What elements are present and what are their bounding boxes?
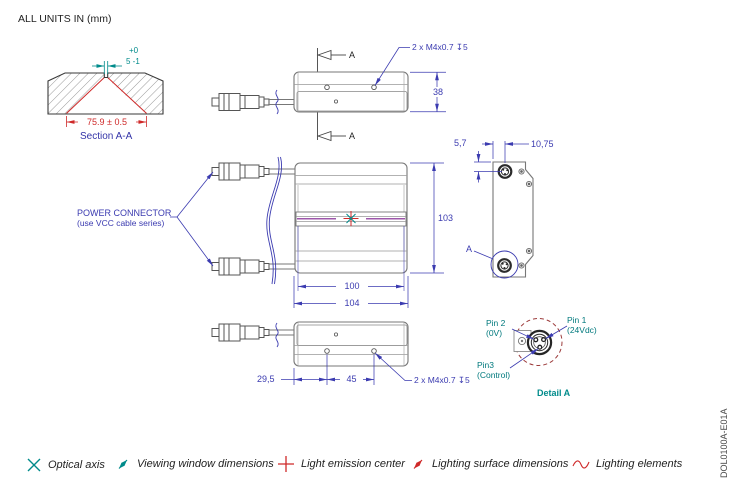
height-103-dimension: [410, 162, 444, 274]
section-arrow-top: [316, 49, 332, 61]
side-connector-bottom: [497, 258, 512, 273]
detail-connector: [526, 329, 553, 356]
legend-item-emission-center: Light emission center: [277, 455, 405, 473]
cable-break-mark: [275, 89, 279, 115]
hole-spacing-text: 45: [340, 373, 363, 384]
section-label-top: A: [349, 49, 356, 60]
lighting-elements-wave-icon: [572, 460, 590, 469]
legend-item-lighting-surface: Lighting surface dimensions: [410, 456, 568, 472]
width-dimension-text: 75.9 ± 0.5: [78, 116, 136, 127]
cable-break-mark: [275, 322, 279, 348]
view-break-wavy-line: [266, 156, 280, 285]
offset-dim-text: 5,7: [454, 137, 467, 148]
detail-a-view: [509, 318, 568, 369]
emission-cone-right: [107, 77, 147, 114]
units-note: ALL UNITS IN (mm): [18, 13, 112, 25]
legend-label: Light emission center: [301, 457, 405, 470]
legend-item-viewing-window: Viewing window dimensions: [115, 456, 274, 472]
dim-5-7: [474, 151, 502, 183]
optical-axis-mark: [346, 213, 356, 224]
pin1-name: Pin 1: [567, 314, 587, 325]
power-connector-plug-top: [211, 162, 270, 181]
legend-item-lighting-elements: Lighting elements: [572, 457, 682, 471]
legend-label: Optical axis: [48, 458, 105, 471]
detail-a-circle: [490, 250, 519, 279]
pin2-name: Pin 2: [486, 317, 506, 328]
thread-callout-leader: [374, 352, 412, 381]
part-number: DOL0100A-E01A: [719, 408, 729, 478]
pin2-desc: (0V): [486, 327, 503, 338]
pin3-desc: (Control): [477, 369, 511, 380]
emission-cone-left: [66, 77, 105, 114]
section-caption: Section A-A: [80, 131, 133, 142]
detail-a-caption: Detail A: [537, 387, 571, 398]
pin-1: [541, 337, 547, 343]
slit-tolerance-upper: +0: [129, 46, 139, 55]
thread-callout-top: 2 x M4x0.7 ↧5: [412, 41, 468, 52]
small-hole: [333, 332, 338, 337]
mount-hole: [324, 348, 330, 354]
legend-item-optical-axis: Optical axis: [26, 457, 105, 473]
legend-label: Lighting elements: [596, 457, 683, 470]
thread-callout-leader: [374, 47, 410, 86]
view-break-wavy-line: [268, 156, 282, 285]
legend-label: Viewing window dimensions: [137, 457, 274, 470]
power-connector-plug: [211, 93, 270, 111]
height-dimension-text: 103: [438, 212, 454, 223]
power-connector-plug: [211, 323, 270, 342]
front-view: [170, 156, 444, 308]
depth-dimension-text: 38: [429, 86, 447, 97]
lighting-surface-arrow-icon: [413, 459, 423, 469]
section-arrow-bottom: [316, 130, 332, 142]
optical-axis-cross-icon: [27, 458, 41, 472]
body-width-text: 104: [336, 297, 368, 308]
legend-label: Lighting surface dimensions: [432, 457, 569, 470]
pin1-desc: (24Vdc): [567, 324, 597, 335]
pin-3: [537, 344, 543, 350]
detail-ref-label: A: [466, 243, 473, 254]
window-width-text: 100: [336, 280, 368, 291]
dim-10-75: [482, 141, 529, 163]
top-view: [211, 47, 446, 142]
power-connector-leader: [170, 171, 214, 267]
detail-a-leader: [473, 250, 493, 259]
slit-dimension-text: 5 -1: [126, 56, 140, 66]
thread-callout-bottom: 2 x M4x0.7 ↧5: [414, 374, 470, 385]
section-label-bottom: A: [349, 130, 356, 141]
pin-2: [533, 337, 539, 343]
center-dim-text: 10,75: [531, 138, 554, 149]
mount-hole: [371, 348, 377, 354]
power-connector-label: POWER CONNECTOR: [77, 208, 172, 218]
pin3-name: Pin3: [477, 359, 495, 370]
edge-offset-text: 29,5: [257, 373, 275, 384]
small-hole: [333, 99, 338, 104]
light-emission-plus-icon: [278, 456, 294, 472]
bottom-view: [211, 321, 412, 385]
mount-hole: [371, 84, 377, 91]
pin-leaders: [509, 325, 568, 369]
viewing-window-arrow-icon: [118, 459, 128, 469]
power-connector-sublabel: (use VCC cable series): [77, 217, 165, 228]
corner-screws: [518, 168, 533, 269]
side-view: [473, 141, 534, 279]
slit-dimension: [92, 61, 122, 74]
mount-hole: [324, 84, 330, 91]
power-connector-plug-bottom: [211, 257, 270, 276]
